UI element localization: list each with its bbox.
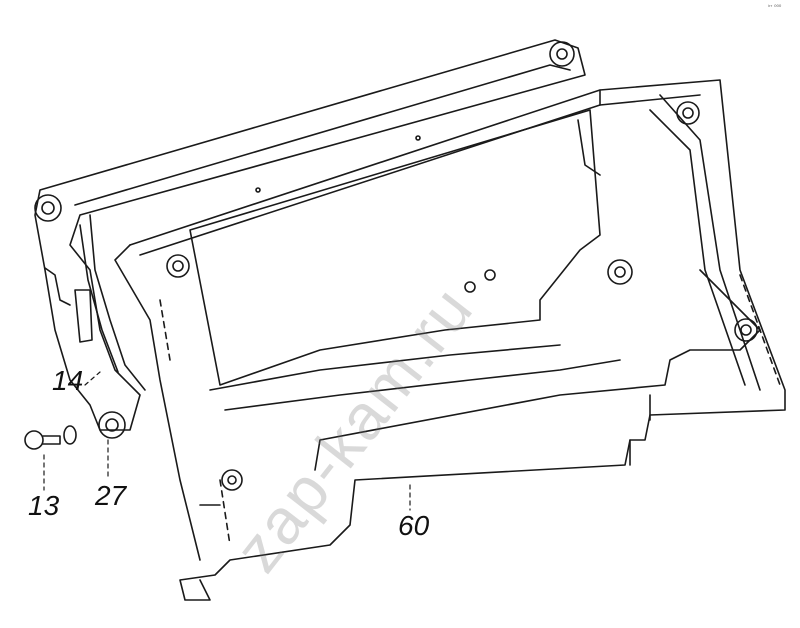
- callout-13: 13: [28, 490, 60, 521]
- panel-nuts: [166, 101, 758, 491]
- gasket-bosses: [34, 41, 575, 439]
- gasket-frame: [34, 39, 586, 431]
- callout-14: 14: [52, 365, 84, 396]
- screw-13: [24, 425, 77, 450]
- callout-60: 60: [398, 510, 430, 541]
- wire-line: [577, 119, 601, 176]
- callout-27: 27: [95, 480, 127, 511]
- leader-lines: [43, 371, 411, 511]
- corner-mark: ᵢᵣᵣ ₀₀₀: [768, 2, 782, 9]
